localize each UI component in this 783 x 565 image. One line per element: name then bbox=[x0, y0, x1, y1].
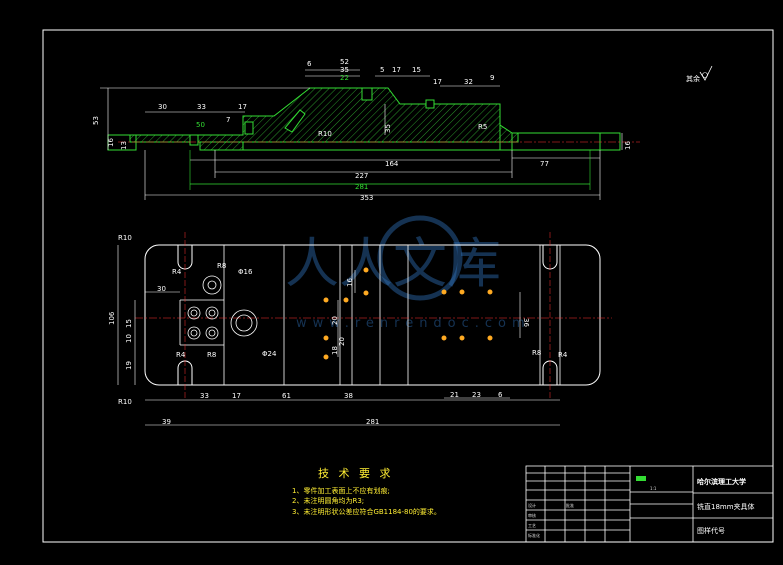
top-r4-c: R4 bbox=[558, 351, 568, 359]
part-name: 铣直18mm夹具体 bbox=[697, 502, 755, 511]
dim-32: 32 bbox=[464, 78, 473, 86]
top-r10-a: R10 bbox=[118, 234, 132, 242]
top-21: 21 bbox=[450, 391, 459, 399]
top-39: 39 bbox=[162, 418, 171, 426]
dim-5: 5 bbox=[380, 66, 384, 74]
top-10: 10 bbox=[125, 334, 133, 343]
top-106: 106 bbox=[108, 311, 116, 325]
roughness-symbol bbox=[699, 65, 713, 81]
section-body bbox=[129, 87, 519, 151]
dim-r10: R10 bbox=[318, 130, 332, 138]
dim-17c: 17 bbox=[238, 103, 247, 111]
dim-22: 22 bbox=[340, 74, 349, 82]
dim-16: 16 bbox=[107, 138, 115, 147]
technical-requirements: 技 术 要 求 1、零件加工表面上不应有划痕; 2、未注明圆角均为R3; 3、未… bbox=[292, 467, 441, 516]
dim-53: 53 bbox=[92, 116, 100, 125]
top-36: 36 bbox=[522, 318, 530, 327]
tb-row-approve: 批准 bbox=[566, 502, 574, 508]
title-block bbox=[525, 465, 774, 543]
top-phi16: Φ16 bbox=[238, 268, 253, 276]
outer-frame bbox=[42, 29, 774, 543]
dim-227: 227 bbox=[355, 172, 368, 180]
tech-note-1: 1、零件加工表面上不应有划痕; bbox=[292, 486, 390, 495]
dim-52: 52 bbox=[340, 58, 349, 66]
top-19: 19 bbox=[125, 361, 133, 370]
top-r8-b: R8 bbox=[207, 351, 216, 359]
dim-7: 7 bbox=[226, 116, 230, 124]
dim-15: 15 bbox=[412, 66, 421, 74]
dim-35: 35 bbox=[340, 66, 349, 74]
dim-17a: 17 bbox=[392, 66, 401, 74]
top-18: 18 bbox=[331, 346, 339, 355]
tech-note-2: 2、未注明圆角均为R3; bbox=[292, 496, 364, 505]
dim-164: 164 bbox=[385, 160, 399, 168]
dim-77: 77 bbox=[540, 160, 549, 168]
dim-r5: R5 bbox=[478, 123, 487, 131]
top-17: 17 bbox=[232, 392, 241, 400]
top-r8-c: R8 bbox=[532, 349, 541, 357]
drawing-code: 图样代号 bbox=[697, 526, 725, 535]
dim-13: 13 bbox=[120, 141, 128, 150]
scale-value: 1:1 bbox=[650, 486, 657, 491]
tb-row-process: 工艺 bbox=[528, 523, 536, 528]
top-r4-a: R4 bbox=[172, 268, 182, 276]
dim-17b: 17 bbox=[433, 78, 442, 86]
dim-35b: 35 bbox=[384, 124, 392, 133]
tech-note-3: 3、未注明形状公差应符合GB1184-80的要求。 bbox=[292, 507, 441, 516]
dim-50: 50 bbox=[196, 121, 205, 129]
top-phi24: Φ24 bbox=[262, 350, 277, 358]
tb-row-design: 设计 bbox=[528, 502, 536, 508]
watermark: 人人文库 www.renrendoc.com bbox=[285, 215, 531, 331]
top-33: 33 bbox=[200, 392, 209, 400]
dim-6: 6 bbox=[307, 60, 312, 68]
dim-9: 9 bbox=[490, 74, 494, 82]
top-r8-a: R8 bbox=[217, 262, 226, 270]
dim-30: 30 bbox=[158, 103, 167, 111]
top-r4-b: R4 bbox=[176, 351, 186, 359]
dim-281: 281 bbox=[355, 183, 368, 191]
top-6: 6 bbox=[498, 391, 503, 399]
tech-title: 技 术 要 求 bbox=[318, 467, 394, 480]
dim-16b: 16 bbox=[624, 141, 632, 150]
top-15: 15 bbox=[125, 319, 133, 328]
roughness-note: 其余 bbox=[686, 74, 700, 83]
institution-name: 哈尔滨理工大学 bbox=[697, 477, 746, 486]
watermark-url: www.renrendoc.com bbox=[296, 316, 531, 331]
tb-row-review: 审核 bbox=[528, 512, 536, 518]
plate-outline bbox=[144, 244, 601, 386]
dim-353: 353 bbox=[360, 194, 373, 202]
top-30: 30 bbox=[157, 285, 166, 293]
top-38: 38 bbox=[344, 392, 353, 400]
top-61: 61 bbox=[282, 392, 291, 400]
top-20a: 20 bbox=[331, 316, 339, 325]
top-20b: 20 bbox=[338, 337, 346, 346]
top-r10-b: R10 bbox=[118, 398, 132, 406]
front-section-view: 6 52 35 22 5 17 15 17 32 9 30 33 17 7 50… bbox=[92, 58, 713, 202]
top-plan-view: R10 R4 R8 30 106 15 10 19 R4 R8 R10 33 1… bbox=[108, 232, 612, 426]
top-16: 16 bbox=[346, 278, 354, 287]
dim-33: 33 bbox=[197, 103, 206, 111]
watermark-brand: 人人文库 bbox=[285, 232, 501, 295]
top-23: 23 bbox=[472, 391, 481, 399]
tb-row-standard: 标准化 bbox=[528, 532, 540, 538]
top-281: 281 bbox=[366, 418, 379, 426]
